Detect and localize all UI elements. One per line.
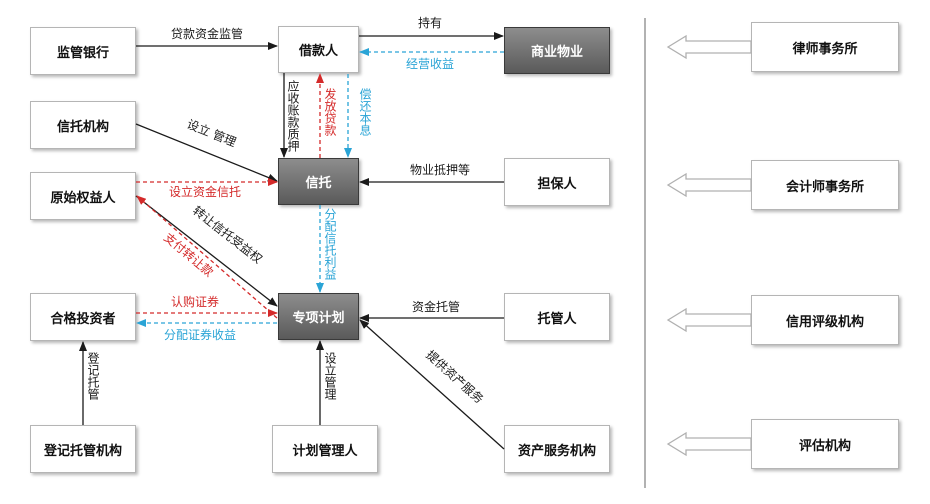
node-appraisal: 评估机构 xyxy=(751,419,899,469)
label-issue-loan: 发放贷款 xyxy=(323,87,337,137)
label-register-custody: 登记托管 xyxy=(86,351,100,401)
hollow-arrow-4 xyxy=(666,431,752,457)
label-asset-service: 提供资产服务 xyxy=(423,347,487,406)
node-rating: 信用评级机构 xyxy=(751,295,899,345)
node-zhuanxiang-jihua: 专项计划 xyxy=(278,293,359,340)
label-distribute-securities-income: 分配证券收益 xyxy=(164,327,236,342)
hollow-arrow-2 xyxy=(666,172,752,198)
node-yuanshi-quanyiren: 原始权益人 xyxy=(30,172,136,220)
hollow-arrow-3 xyxy=(666,307,752,333)
edge-pay-transfer-fee xyxy=(136,195,278,319)
label-distribute-trust-income: 分配信托利益 xyxy=(323,208,337,280)
node-hege-touzizhe: 合格投资者 xyxy=(30,293,136,341)
hollow-arrows xyxy=(666,34,752,457)
node-lawyer: 律师事务所 xyxy=(751,22,899,72)
label-setup-manage-plan: 设立管理 xyxy=(323,352,337,400)
label-setup-fund-trust: 设立资金信托 xyxy=(169,184,241,199)
node-shangye-wuye: 商业物业 xyxy=(504,27,610,74)
node-tuoguanren: 托管人 xyxy=(504,293,610,341)
node-danbaoren: 担保人 xyxy=(504,158,610,206)
node-accounting: 会计师事务所 xyxy=(751,160,899,210)
edge-asset-service xyxy=(359,319,505,450)
node-jiekuanren: 借款人 xyxy=(278,26,359,73)
label-subscribe-securities: 认购证券 xyxy=(171,294,219,309)
label-property-mortgage: 物业抵押等 xyxy=(410,163,470,177)
edge-setup-manage-trust xyxy=(135,123,278,182)
label-operating-income: 经营收益 xyxy=(406,57,454,71)
label-loan-supervision: 贷款资金监管 xyxy=(171,26,243,41)
label-hold: 持有 xyxy=(418,15,442,30)
node-zichan-fuwu: 资产服务机构 xyxy=(504,425,610,473)
label-receivable-pledge: 应收账款质押 xyxy=(286,79,300,152)
node-jianguan-bank: 监管银行 xyxy=(30,27,136,75)
node-xintuo: 信托 xyxy=(278,158,359,205)
label-fund-custody: 资金托管 xyxy=(412,299,460,314)
edge-transfer-beneficiary xyxy=(135,195,278,307)
node-dengji-tuoguan: 登记托管机构 xyxy=(30,425,136,473)
label-setup-manage-trust: 设立 管理 xyxy=(185,116,239,149)
node-xintuo-jigou: 信托机构 xyxy=(30,101,136,149)
node-jihua-guanliren: 计划管理人 xyxy=(272,425,378,473)
label-repay-principal-interest: 偿还本息 xyxy=(358,87,372,136)
hollow-arrow-1 xyxy=(666,34,752,60)
